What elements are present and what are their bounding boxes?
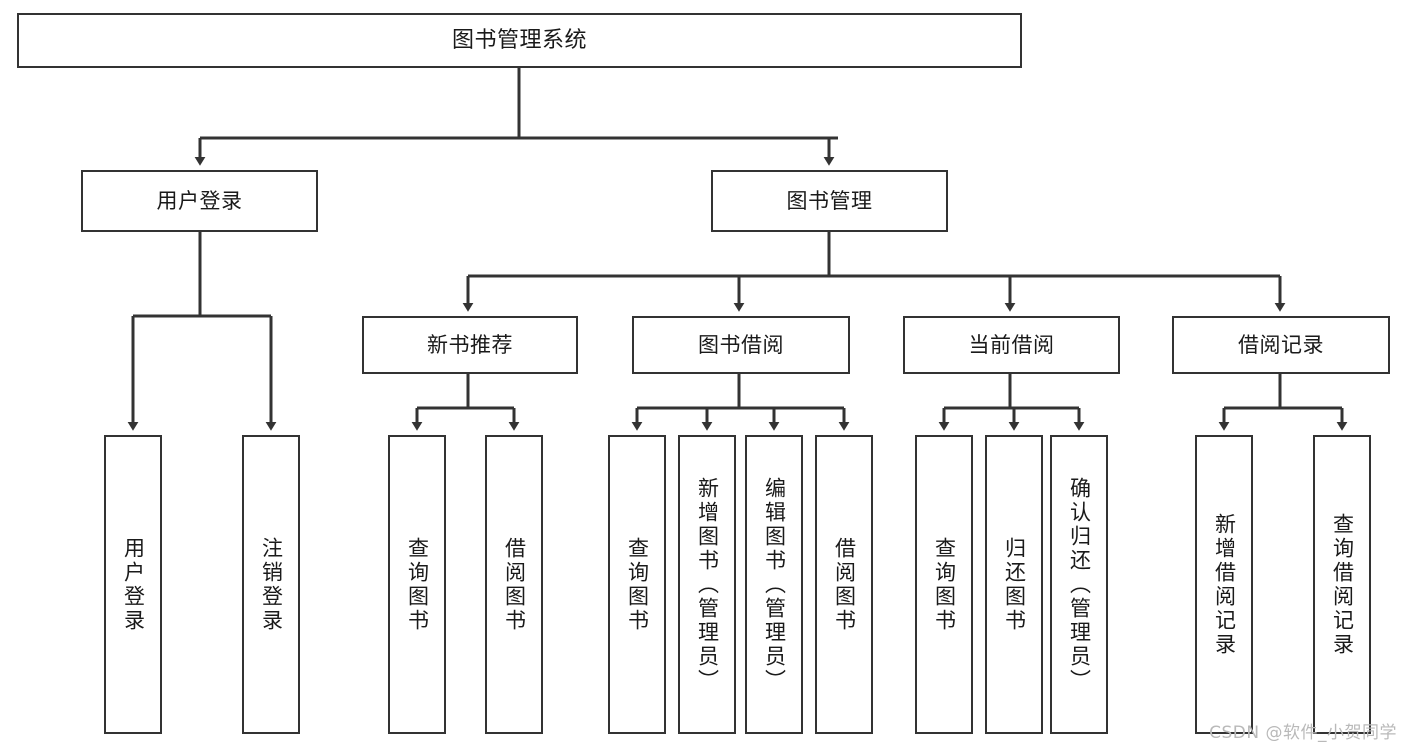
- edges-user-login: [127, 232, 277, 431]
- node-label: 用户登录: [121, 536, 146, 633]
- node-label: 图书借阅: [698, 332, 784, 357]
- edges-root: [194, 68, 838, 166]
- leaf-borrow-book-new[interactable]: 借阅图书: [485, 435, 543, 734]
- node-label: 新增图书（管理员）: [695, 476, 720, 693]
- node-label: 借阅图书: [832, 536, 857, 633]
- edges-book-manage: [462, 232, 1286, 312]
- edges-current-borrow: [938, 374, 1085, 431]
- node-book-borrow[interactable]: 图书借阅: [632, 316, 850, 374]
- leaf-edit-book-admin[interactable]: 编辑图书（管理员）: [745, 435, 803, 734]
- node-label: 图书管理: [786, 188, 873, 213]
- node-label: 注销登录: [259, 536, 284, 633]
- node-label: 借阅图书: [502, 536, 527, 633]
- leaf-query-book-current[interactable]: 查询图书: [915, 435, 973, 734]
- leaf-return-book[interactable]: 归还图书: [985, 435, 1043, 734]
- leaf-borrow-book[interactable]: 借阅图书: [815, 435, 873, 734]
- node-label: 确认归还（管理员）: [1067, 476, 1092, 693]
- leaf-query-book-borrow[interactable]: 查询图书: [608, 435, 666, 734]
- node-label: 借阅记录: [1238, 332, 1324, 357]
- edges-new-book: [411, 374, 520, 431]
- edges-borrow-record: [1218, 374, 1348, 431]
- node-label: 当前借阅: [968, 332, 1055, 357]
- leaf-logout[interactable]: 注销登录: [242, 435, 300, 734]
- node-label: 编辑图书（管理员）: [762, 476, 787, 693]
- node-root-book-management-system[interactable]: 图书管理系统: [17, 13, 1022, 68]
- leaf-query-borrow-record[interactable]: 查询借阅记录: [1313, 435, 1371, 734]
- node-label: 查询图书: [405, 536, 430, 633]
- leaf-add-borrow-record[interactable]: 新增借阅记录: [1195, 435, 1253, 734]
- leaf-add-book-admin[interactable]: 新增图书（管理员）: [678, 435, 736, 734]
- node-label: 查询借阅记录: [1330, 512, 1355, 657]
- node-label: 查询图书: [932, 536, 957, 633]
- node-label: 归还图书: [1002, 536, 1027, 633]
- node-borrow-record[interactable]: 借阅记录: [1172, 316, 1390, 374]
- leaf-query-book-new[interactable]: 查询图书: [388, 435, 446, 734]
- node-new-book-recommend[interactable]: 新书推荐: [362, 316, 578, 374]
- node-user-login[interactable]: 用户登录: [81, 170, 318, 232]
- node-label: 新书推荐: [427, 332, 513, 357]
- node-label: 查询图书: [625, 536, 650, 633]
- node-label: 图书管理系统: [451, 27, 587, 53]
- leaf-confirm-return-admin[interactable]: 确认归还（管理员）: [1050, 435, 1108, 734]
- node-current-borrow[interactable]: 当前借阅: [903, 316, 1120, 374]
- edges-borrow: [631, 374, 850, 431]
- node-label: 新增借阅记录: [1212, 512, 1237, 657]
- leaf-user-login[interactable]: 用户登录: [104, 435, 162, 734]
- node-label: 用户登录: [156, 188, 243, 213]
- node-book-management[interactable]: 图书管理: [711, 170, 948, 232]
